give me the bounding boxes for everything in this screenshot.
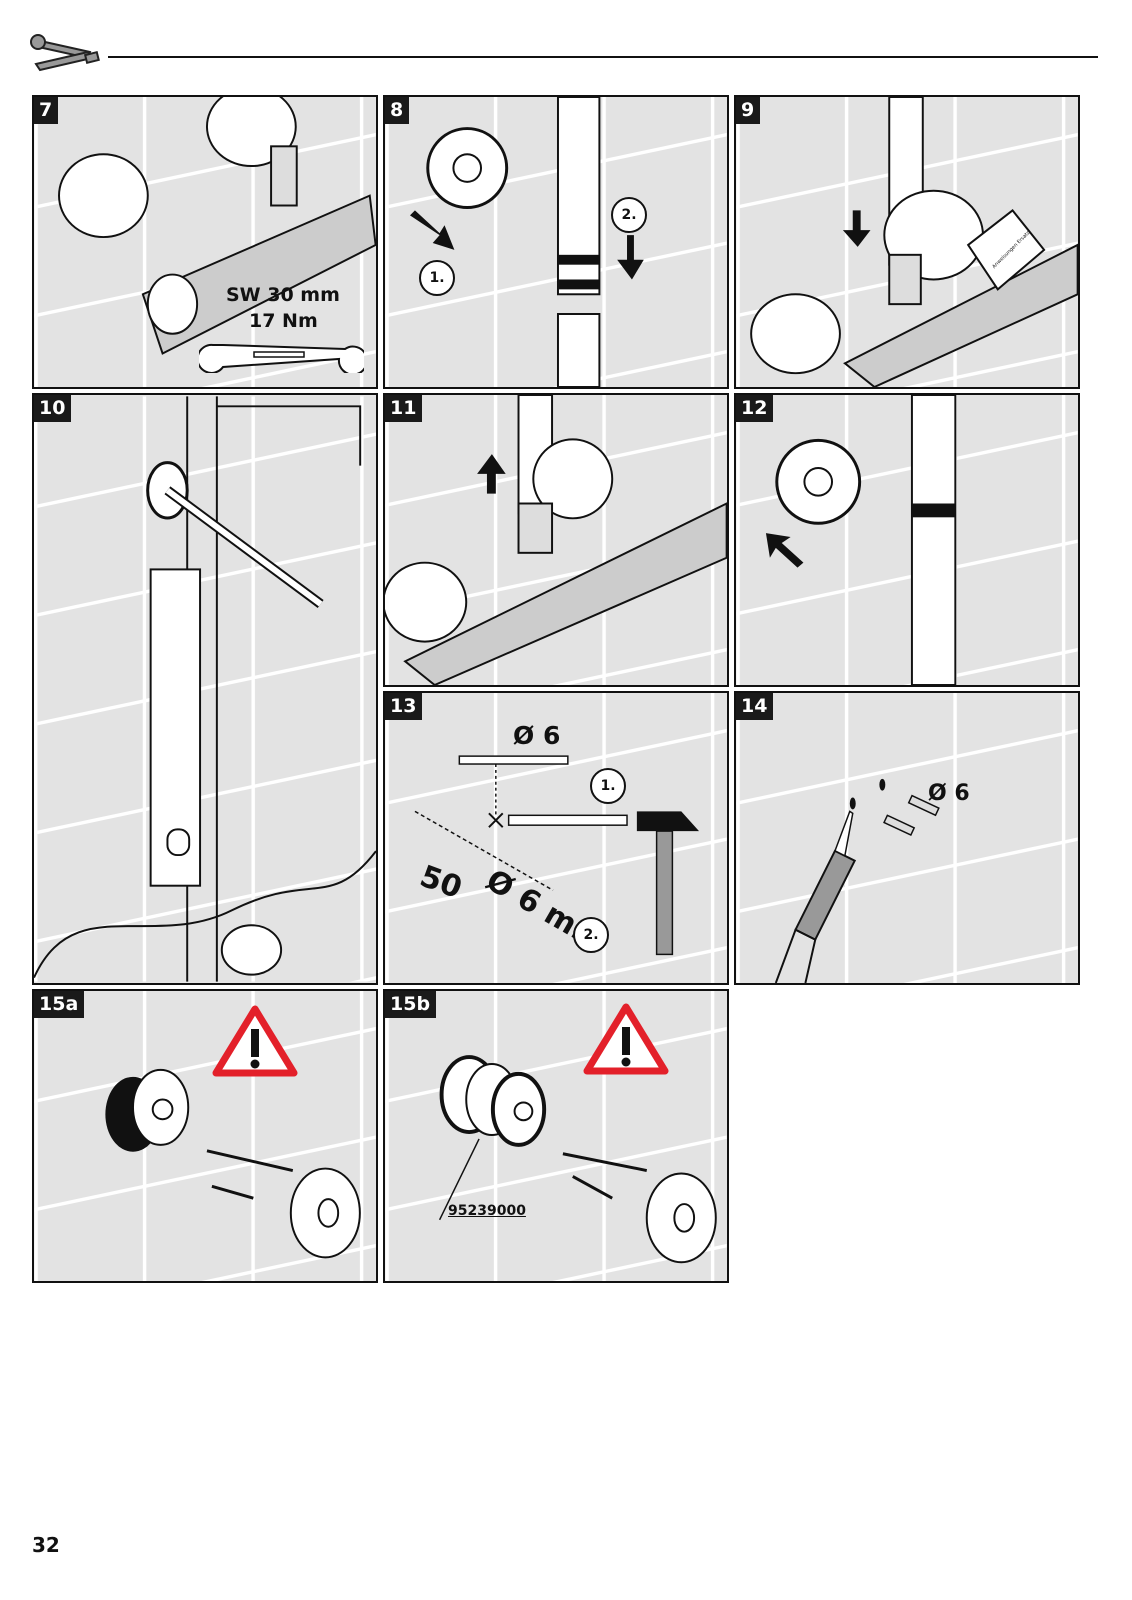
- step-label: 10: [34, 395, 72, 422]
- drill-diameter-text: Ø 6: [513, 721, 561, 750]
- dowel-diameter-text: Ø 6: [928, 781, 970, 806]
- step-11-panel: 11: [383, 393, 729, 687]
- part-number: 95239000: [448, 1203, 526, 1219]
- step-15a-panel: 15a: [32, 989, 378, 1283]
- step-label: 15b: [385, 991, 437, 1018]
- step-label: 13: [385, 693, 423, 720]
- step-8-illustration: [385, 97, 727, 387]
- step-9-illustration: [736, 97, 1078, 387]
- header-rule: [108, 56, 1098, 58]
- page-number: 32: [32, 1533, 60, 1557]
- step-13-illustration: [385, 693, 727, 983]
- step-label: 12: [736, 395, 774, 422]
- step-13-panel: 13 Ø 6 1. 50 Ø 6 mm 2.: [383, 691, 729, 985]
- torque-text: 17 Nm: [249, 310, 318, 332]
- warning-triangle-icon: [212, 1005, 298, 1077]
- step-10-illustration: [34, 396, 376, 982]
- wrench-size-text: SW 30 mm: [226, 284, 340, 306]
- step-7-panel: 7 SW 30 mm 17 Nm: [32, 95, 378, 389]
- step-15a-illustration: [34, 991, 376, 1281]
- step-12-illustration: [736, 395, 1078, 685]
- step-12-panel: 12: [734, 393, 1080, 687]
- step-label: 14: [736, 693, 774, 720]
- wrench-screwdriver-icon: [30, 34, 100, 72]
- step-14-illustration: [736, 693, 1078, 983]
- step-1-marker: 1.: [419, 260, 455, 296]
- wrench-icon: [199, 343, 364, 373]
- step-10-panel: 10: [32, 393, 378, 985]
- step-15b-panel: 15b 95239000: [383, 989, 729, 1283]
- step-9-panel: 9 Anweisungen Ersatz: [734, 95, 1080, 389]
- step-label: 7: [34, 97, 59, 124]
- warning-triangle-icon: [583, 1003, 669, 1075]
- step-2-marker: 2.: [573, 917, 609, 953]
- step-8-panel: 8 1. 2.: [383, 95, 729, 389]
- step-label: 9: [736, 97, 761, 124]
- step-14-panel: 14 Ø 6: [734, 691, 1080, 985]
- step-15b-illustration: [385, 991, 727, 1281]
- step-2-marker: 2.: [611, 197, 647, 233]
- step-label: 8: [385, 97, 410, 124]
- step-label: 15a: [34, 991, 85, 1018]
- step-label: 11: [385, 395, 423, 422]
- step-1-marker: 1.: [590, 768, 626, 804]
- step-7-illustration: [34, 97, 376, 387]
- step-11-illustration: [385, 395, 727, 685]
